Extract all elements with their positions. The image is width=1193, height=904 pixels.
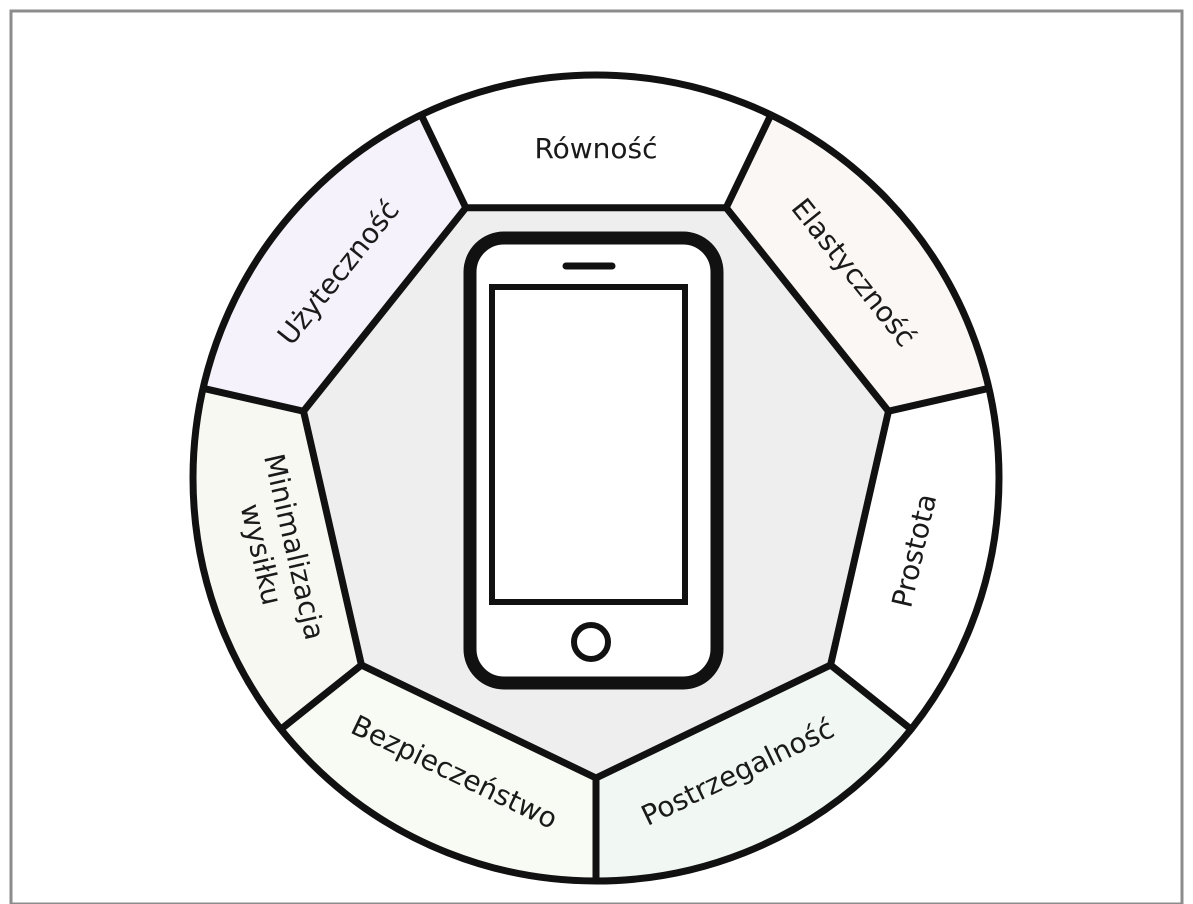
- segment-prostota: [830, 388, 999, 730]
- segment-divider: [828, 662, 914, 733]
- outer-ring: [189, 71, 1003, 885]
- segment-divider: [417, 113, 469, 210]
- segment-fills: [193, 75, 999, 881]
- segment-divider: [278, 662, 364, 733]
- smartphone-icon: [463, 231, 724, 690]
- segment-divider: [202, 384, 305, 415]
- segment-label-line: Równość: [534, 132, 657, 165]
- segment-bezpieczenstwo: [280, 665, 596, 881]
- segment-elastycznosc: [726, 114, 989, 412]
- segment-label-rownosc: Równość: [534, 132, 657, 165]
- phone-screen: [489, 284, 688, 605]
- segment-divider: [723, 113, 775, 210]
- segment-divider: [887, 384, 990, 415]
- segment-postrzegalnosc: [596, 665, 912, 881]
- segment-rownosc: [421, 75, 771, 208]
- phone-home-button: [571, 622, 611, 662]
- segment-dividers: [202, 113, 990, 881]
- segment-uzytecznosc: [203, 114, 466, 412]
- segment-minimalizacja-wysilku: [193, 388, 362, 730]
